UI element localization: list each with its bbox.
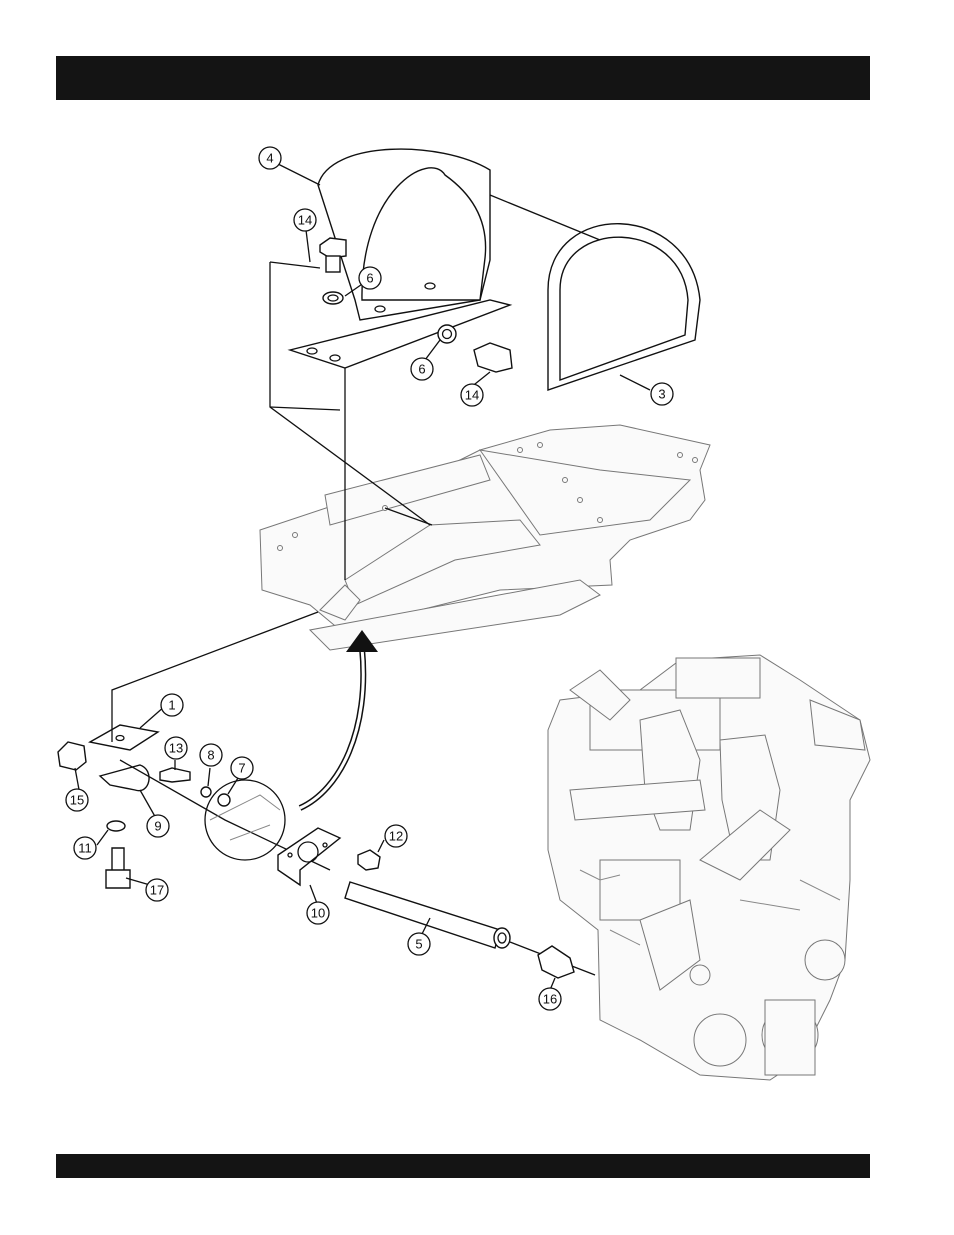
svg-text:1: 1	[168, 698, 175, 713]
fitting-part	[160, 768, 190, 782]
engine-illustration	[548, 655, 870, 1080]
callout-15: 15	[66, 789, 88, 811]
mount-plate	[278, 828, 340, 885]
callout-7: 7	[231, 757, 253, 779]
fan-shroud	[290, 149, 510, 368]
callout-6-top: 6	[359, 267, 381, 289]
plate-part	[90, 725, 158, 750]
callout-3: 3	[651, 383, 673, 405]
callout-10: 10	[307, 902, 329, 924]
callout-5: 5	[408, 933, 430, 955]
svg-text:14: 14	[298, 213, 312, 228]
washer-part	[107, 821, 125, 831]
svg-text:17: 17	[150, 883, 164, 898]
callout-16: 16	[539, 988, 561, 1010]
svg-text:11: 11	[78, 841, 92, 856]
shroud-seal	[548, 224, 700, 390]
svg-text:15: 15	[70, 793, 84, 808]
detail-circle	[205, 780, 285, 860]
nut-12-part	[358, 850, 380, 870]
screw-part	[106, 848, 130, 888]
svg-text:13: 13	[169, 741, 183, 756]
callout-1: 1	[161, 694, 183, 716]
callout-13: 13	[165, 737, 187, 759]
frame-illustration	[260, 425, 710, 650]
svg-text:10: 10	[311, 906, 325, 921]
svg-text:14: 14	[465, 388, 479, 403]
clamp-part	[100, 765, 149, 791]
callout-14-top: 14	[294, 209, 316, 231]
callout-11: 11	[74, 837, 96, 859]
callout-12: 12	[385, 825, 407, 847]
svg-text:7: 7	[238, 761, 245, 776]
bolt-top	[320, 238, 346, 304]
svg-text:8: 8	[207, 748, 214, 763]
svg-text:16: 16	[543, 992, 557, 1007]
bolt-side	[438, 325, 512, 372]
fitting-16-part	[538, 946, 574, 978]
callout-17: 17	[146, 879, 168, 901]
svg-text:9: 9	[154, 819, 161, 834]
svg-text:4: 4	[266, 151, 273, 166]
callout-4: 4	[259, 147, 281, 169]
svg-text:6: 6	[366, 271, 373, 286]
callout-8: 8	[200, 744, 222, 766]
callout-14-side: 14	[461, 384, 483, 406]
svg-text:6: 6	[418, 362, 425, 377]
callout-9: 9	[147, 815, 169, 837]
svg-text:3: 3	[658, 387, 665, 402]
svg-text:12: 12	[389, 829, 403, 844]
callout-6-side: 6	[411, 358, 433, 380]
svg-text:5: 5	[415, 937, 422, 952]
nut-part	[58, 742, 86, 770]
